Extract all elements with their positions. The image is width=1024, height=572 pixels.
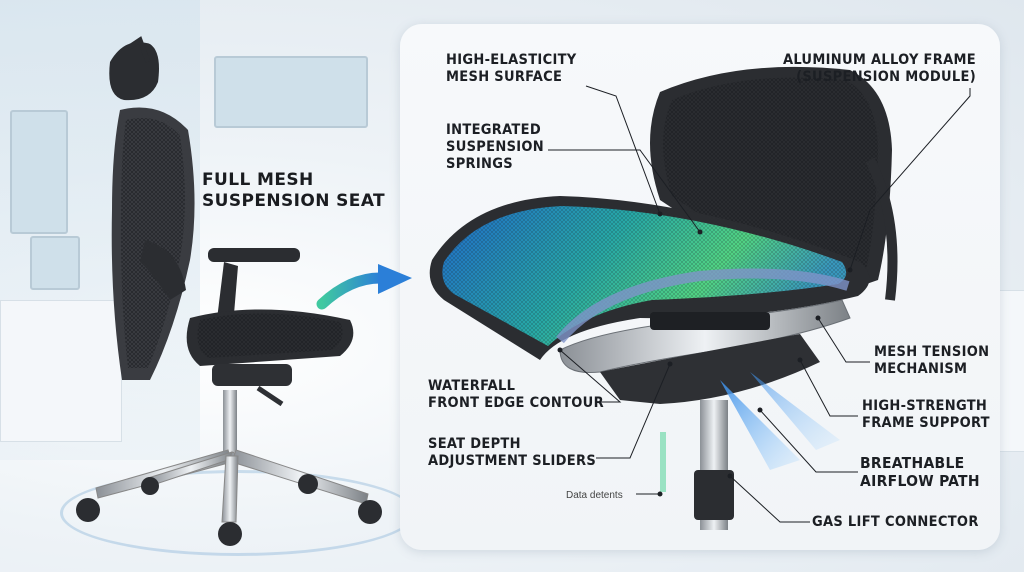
callout-suspension-springs: INTEGRATED SUSPENSION SPRINGS <box>446 122 545 172</box>
background-monitor-left <box>10 110 68 234</box>
callout-tension-mechanism: MESH TENSION MECHANISM <box>874 344 990 377</box>
transition-arrow <box>316 272 386 310</box>
detail-chair <box>429 66 898 530</box>
left-chair <box>76 36 382 546</box>
callout-mesh-surface: HIGH-ELASTICITY MESH SURFACE <box>446 52 577 85</box>
left-title: FULL MESH SUSPENSION SEAT <box>202 170 386 211</box>
callout-airflow-path: BREATHABLE AIRFLOW PATH <box>860 454 980 490</box>
background-monitor <box>214 56 368 128</box>
background-lab-screen <box>30 236 80 290</box>
background-desk <box>0 300 122 442</box>
arrow-head-icon <box>378 264 412 294</box>
callout-waterfall-edge: WATERFALL FRONT EDGE CONTOUR <box>428 378 604 411</box>
leader-lines <box>548 85 971 523</box>
callout-frame-support: HIGH-STRENGTH FRAME SUPPORT <box>862 398 990 431</box>
callout-seat-depth: SEAT DEPTH ADJUSTMENT SLIDERS <box>428 436 597 469</box>
callout-gas-lift: GAS LIFT CONNECTOR <box>812 514 979 530</box>
callout-aluminum-frame: ALUMINUM ALLOY FRAME (SUSPENSION MODULE) <box>782 52 976 85</box>
detents-note: Data detents <box>566 490 623 501</box>
